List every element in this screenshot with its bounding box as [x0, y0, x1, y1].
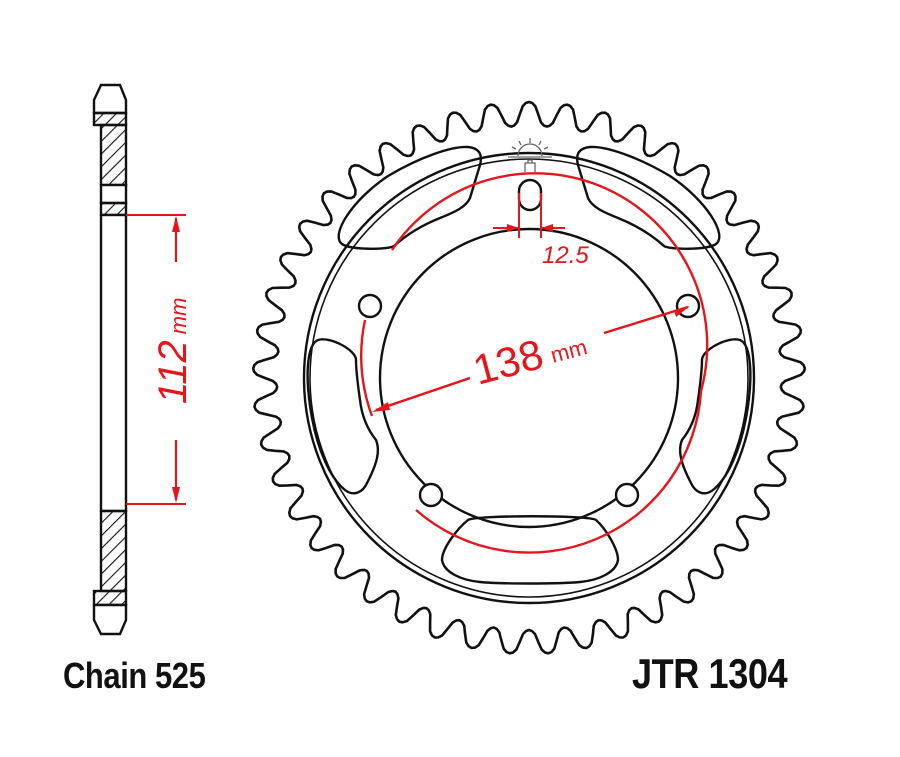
pcd-value: 138 — [468, 330, 548, 394]
chain-size-label: Chain 525 — [63, 655, 206, 696]
jt-logo-icon — [508, 138, 552, 172]
bolt-hole-left — [357, 293, 383, 319]
bolt-hole-bottom-right — [614, 482, 640, 508]
bolt-hole-bottom-left — [418, 482, 444, 508]
bolt-holes — [357, 178, 701, 508]
pcd-unit: mm — [548, 334, 590, 368]
side-section-view — [92, 83, 128, 636]
pcd-dimension: 138 mm — [360, 172, 709, 554]
hub-diameter-value: 112mm — [151, 298, 195, 404]
bolt-hole-top — [517, 178, 543, 212]
sprocket-teeth-outline — [251, 100, 807, 655]
center-bore — [378, 227, 680, 529]
part-number-label: JTR 1304 — [632, 650, 788, 697]
bolt-hole-dimension: 12.5 — [493, 193, 589, 269]
outer-ring-inner-edge — [309, 158, 749, 598]
hub-diameter-dimension: 112mm — [126, 214, 195, 505]
sprocket-front-view — [251, 100, 807, 655]
outer-ring — [302, 151, 756, 605]
bolt-hole-right — [675, 293, 701, 319]
bolt-hole-dimension-value: 12.5 — [542, 242, 589, 269]
